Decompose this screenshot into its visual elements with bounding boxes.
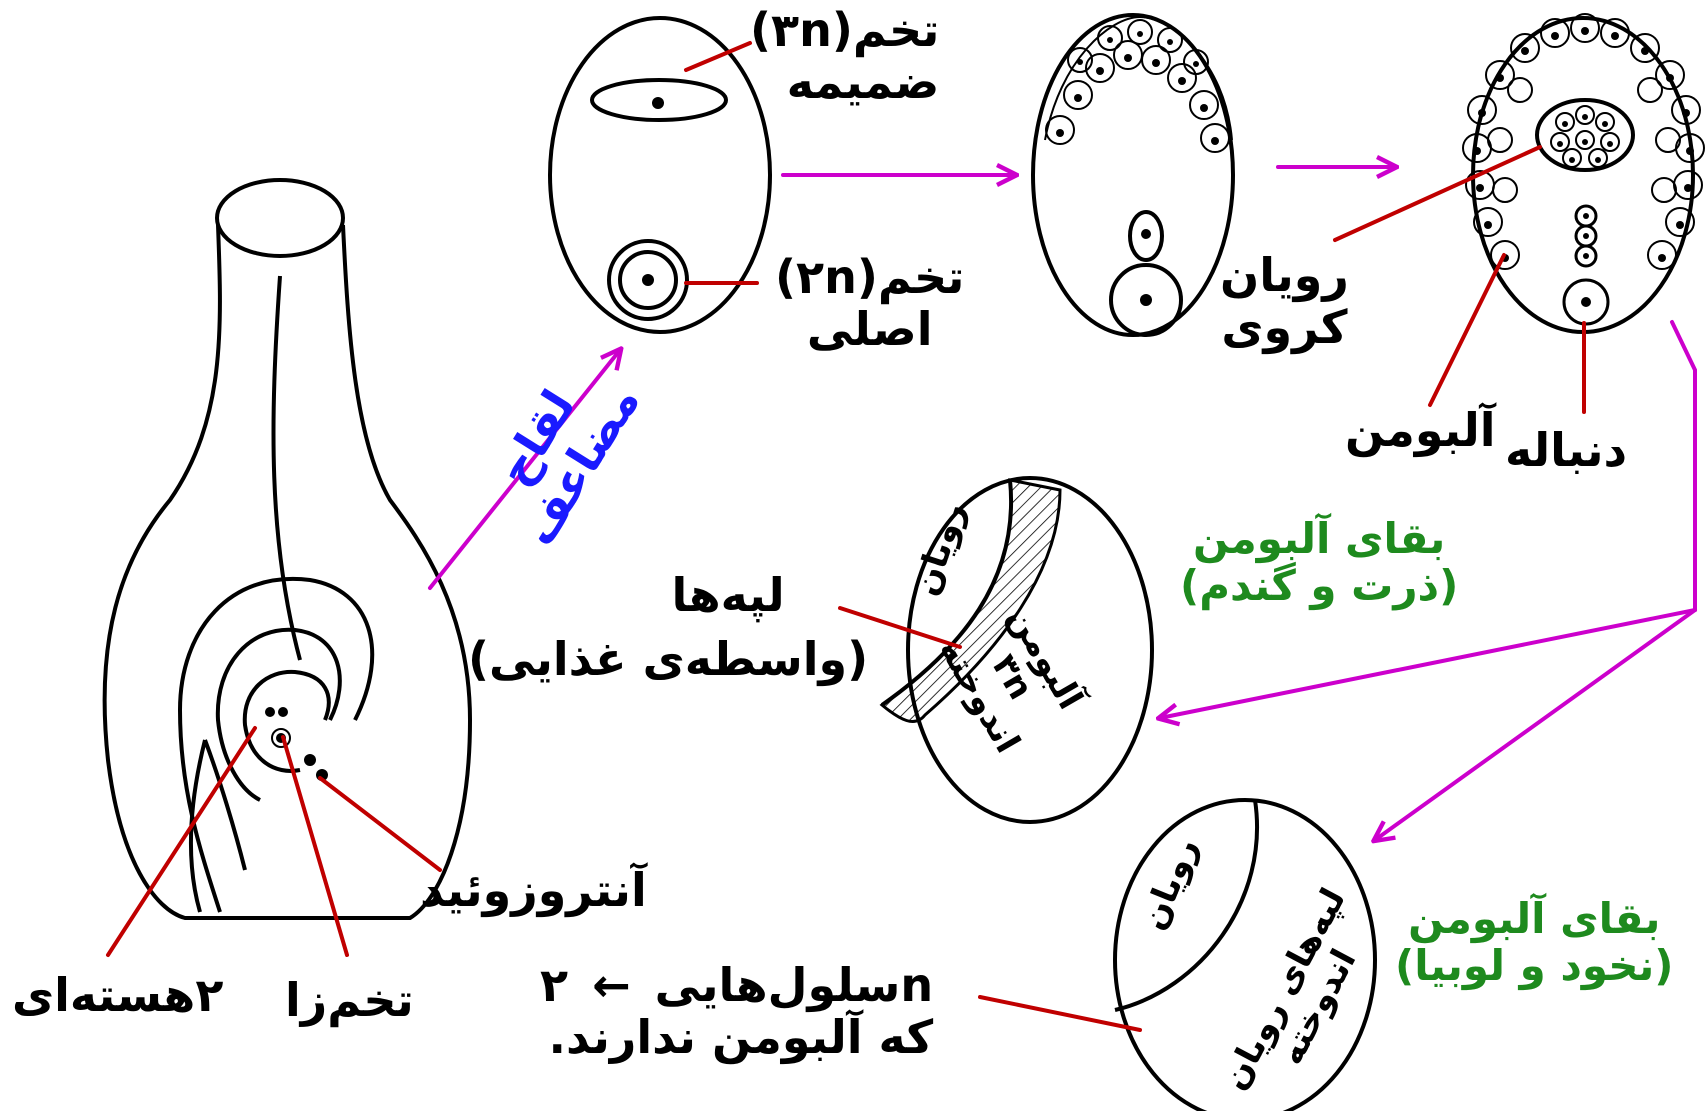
albumen-remains-bean-line2: (نخود و لوبیا) — [1395, 942, 1673, 989]
style-top-ellipse — [217, 180, 343, 256]
globular-embryo-label-line1: رویان — [1220, 250, 1349, 302]
albumen-remains-bean-line1: بقای آلبومن — [1395, 895, 1673, 942]
cotyledons-label: لپه‌ها (واسطه‌ی غذایی) — [468, 570, 868, 685]
triploid-nucleus — [652, 97, 664, 109]
albumen-remains-bean-label: بقای آلبومن (نخود و لوبیا) — [1395, 895, 1673, 989]
cotyledons-label-line2: (واسطه‌ی غذایی) — [468, 634, 868, 686]
process-arrows — [430, 167, 1695, 840]
ovule-flap — [205, 740, 245, 870]
diploid-cells-line2: که آلبومن ندارند. — [540, 1012, 933, 1064]
globular-embryo-label: رویان کروی — [1220, 250, 1349, 353]
ovary-outline — [105, 225, 470, 918]
diploid-cells-arrow: ← — [592, 958, 631, 1012]
ovary-flask — [105, 180, 470, 918]
antherozoid-label: آنتروزوئید — [420, 865, 647, 917]
triploid-egg-label-line1: تخم(۳n) — [750, 5, 939, 57]
zygote-label: تخم‌زا — [285, 975, 414, 1027]
triploid-egg-label-line2: ضمیمه — [750, 57, 939, 109]
pollen-tube — [273, 276, 300, 660]
triploid-egg-label: تخم(۳n) ضمیمه — [750, 5, 939, 108]
diploid-cells-label-row1: سلول‌هایی ← ۲n — [540, 960, 933, 1012]
albumen-remains-corn-label: بقای آلبومن (ذرت و گندم) — [1180, 515, 1458, 609]
albumen-label: آلبومن — [1345, 405, 1496, 457]
suspensor-label: دنباله — [1505, 425, 1627, 477]
globular-embryo-label-line2: کروی — [1220, 302, 1349, 354]
diploid-egg-label-line2: اصلی — [775, 304, 964, 356]
albumen-remains-corn-line1: بقای آلبومن — [1180, 515, 1458, 562]
cotyledons-label-line1: لپه‌ها — [468, 570, 868, 622]
albumen-remains-corn-line2: (ذرت و گندم) — [1180, 562, 1458, 609]
diploid-cells-label: سلول‌هایی ← ۲n که آلبومن ندارند. — [540, 960, 933, 1063]
diploid-nucleus — [642, 274, 654, 286]
diploid-egg-label-line1: تخم(۲n) — [775, 252, 964, 304]
globular-embryo-seed — [1033, 15, 1233, 335]
mature-seed — [1463, 14, 1704, 332]
diploid-egg-label: تخم(۲n) اصلی — [775, 252, 964, 355]
diploid-cells-line1: سلول‌هایی — [655, 958, 901, 1012]
binucleate-label: ۲هسته‌ای — [12, 970, 223, 1022]
